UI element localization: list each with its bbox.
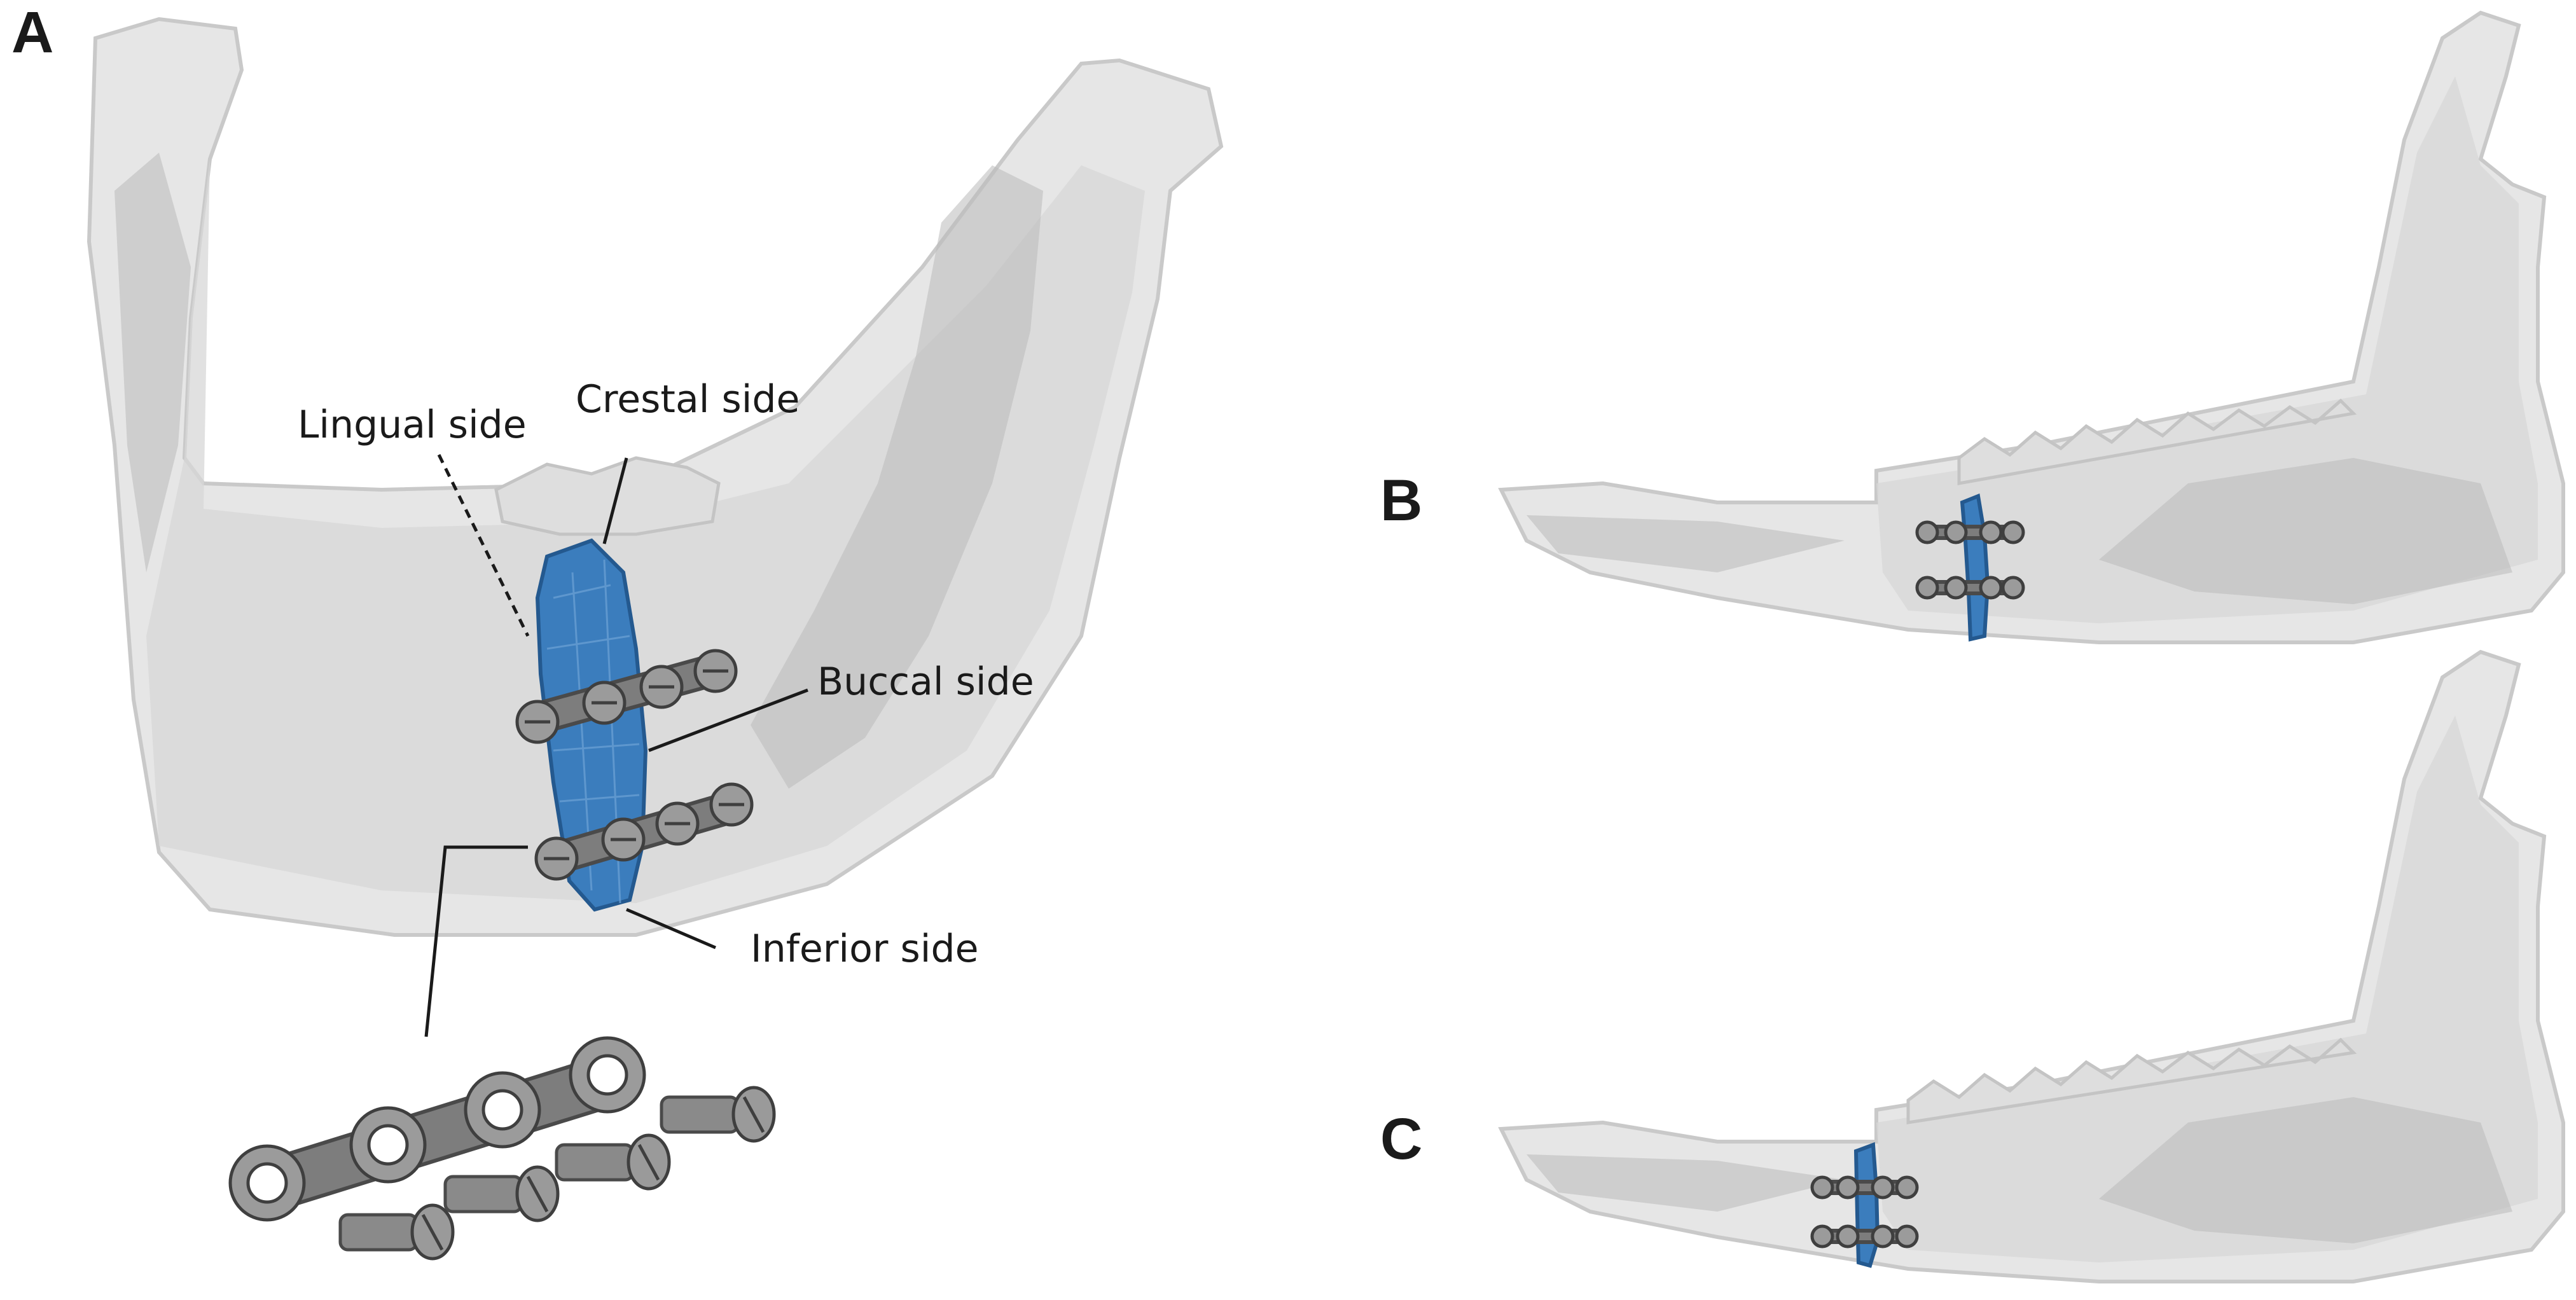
leader-buccal xyxy=(648,688,808,752)
bone-graft-c-icon xyxy=(1853,1142,1880,1268)
fixation-plate-upper-icon xyxy=(515,649,738,744)
mandible-frontal-icon xyxy=(87,17,1224,937)
label-inferior-side: Inferior side xyxy=(751,927,978,971)
leader-crestal xyxy=(602,457,628,544)
screw-icon-1 xyxy=(660,1086,776,1143)
panel-c: C xyxy=(1380,649,2565,1283)
panel-a: A xyxy=(11,0,1224,1261)
mandible-lateral-c-icon xyxy=(1498,649,2565,1283)
leader-lingual xyxy=(437,453,530,637)
fixation-plate-c-upper-icon xyxy=(1810,1175,1919,1200)
leader-plate-detail xyxy=(424,845,528,1037)
bone-graft-icon xyxy=(535,538,648,912)
screw-icon-3 xyxy=(443,1165,560,1222)
label-buccal-side: Buccal side xyxy=(817,660,1034,704)
fixation-plate-b-lower-icon xyxy=(1915,576,2025,600)
leader-inferior xyxy=(626,908,716,950)
mandible-lateral-b-icon xyxy=(1498,10,2565,644)
panel-b: B xyxy=(1380,10,2565,644)
fixation-plate-c-lower-icon xyxy=(1810,1224,1919,1248)
exploded-plate-icon xyxy=(228,1036,646,1222)
fixation-plate-b-upper-icon xyxy=(1915,520,2025,544)
panel-letter-c: C xyxy=(1380,1107,1422,1172)
panel-letter-a: A xyxy=(11,0,53,65)
screw-icon-2 xyxy=(555,1133,671,1191)
label-crestal-side: Crestal side xyxy=(576,377,800,422)
fixation-plate-lower-icon xyxy=(534,782,754,881)
label-lingual-side: Lingual side xyxy=(298,403,527,447)
screw-icon-4 xyxy=(338,1203,455,1261)
panel-letter-b: B xyxy=(1380,468,1422,533)
